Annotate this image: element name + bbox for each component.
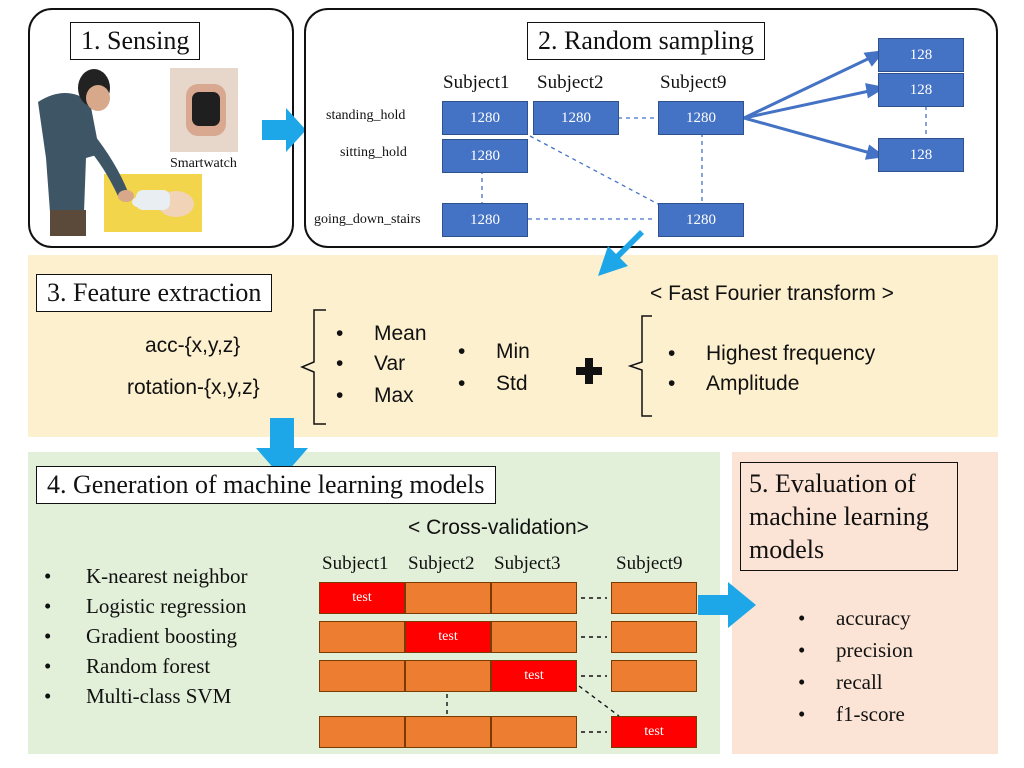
cv-cell-test: test [405, 621, 491, 653]
sampling-connectors [481, 50, 927, 220]
stat-item: Max [374, 384, 414, 407]
cv-cell [319, 660, 405, 692]
arrow-sensing-to-sampling [262, 108, 306, 152]
fft-title: < Fast Fourier transform > [650, 282, 894, 305]
arrow-sampling-to-features [598, 222, 644, 276]
cv-subject-header: Subject2 [408, 553, 475, 574]
model-bullet: • [44, 564, 52, 588]
window-1280: 1280 [442, 139, 528, 173]
activity-label: going_down_stairs [314, 212, 421, 227]
cv-dashes [446, 597, 620, 733]
cv-subject-header: Subject9 [616, 553, 683, 574]
cv-title: < Cross-validation> [408, 516, 589, 539]
metric-item: recall [836, 670, 883, 694]
cv-cell [405, 660, 491, 692]
stat-item: • [336, 352, 344, 375]
sensor-input: rotation-{x,y,z} [127, 376, 260, 399]
subject-header: Subject1 [443, 72, 510, 93]
evaluation-title-text: 5. Evaluation of machine learning models [749, 469, 929, 564]
cv-cell [319, 621, 405, 653]
sample-128: 128 [878, 38, 964, 72]
fft-item: • [668, 342, 676, 365]
cv-cell [611, 582, 697, 614]
cv-cell-test: test [611, 716, 697, 748]
stat-item: Mean [374, 322, 427, 345]
model-item: K-nearest neighbor [86, 564, 248, 588]
cv-cell-test: test [319, 582, 405, 614]
stat-item: Min [496, 340, 530, 363]
metric-item: precision [836, 638, 913, 662]
evaluation-title: 5. Evaluation of machine learning models [740, 462, 958, 571]
stat-item: Std [496, 372, 528, 395]
evaluation-panel [732, 452, 998, 754]
model-item: Random forest [86, 654, 211, 678]
stat-item: • [458, 372, 466, 395]
fft-item: Amplitude [706, 372, 800, 395]
random-sampling-title: 2. Random sampling [527, 22, 765, 60]
activity-label: sitting_hold [340, 145, 407, 160]
model-item: Gradient boosting [86, 624, 238, 648]
sensor-input: acc-{x,y,z} [145, 334, 241, 357]
window-1280: 1280 [533, 101, 619, 135]
sample-128: 128 [878, 138, 964, 172]
model-bullet: • [44, 624, 52, 648]
stat-item: Var [374, 352, 406, 375]
model-bullet: • [44, 654, 52, 678]
window-1280: 1280 [442, 203, 528, 237]
cv-cell [319, 716, 405, 748]
cv-cell [491, 582, 577, 614]
fft-item: • [668, 372, 676, 395]
cv-cell-test: test [491, 660, 577, 692]
sensing-title: 1. Sensing [70, 22, 201, 60]
model-generation-title: 4. Generation of machine learning models [36, 466, 496, 504]
sensing-photo [38, 68, 238, 236]
window-1280: 1280 [658, 203, 744, 237]
arrow-features-to-models [256, 418, 308, 478]
cv-cell [611, 621, 697, 653]
cv-cell [491, 621, 577, 653]
fft-item: Highest frequency [706, 342, 876, 365]
window-1280: 1280 [658, 101, 744, 135]
model-bullet: • [44, 684, 52, 708]
subject-header: Subject2 [537, 72, 604, 93]
model-bullet: • [44, 594, 52, 618]
metric-bullet: • [798, 606, 806, 630]
cv-subject-header: Subject3 [494, 553, 561, 574]
cv-subject-header: Subject1 [322, 553, 389, 574]
arrow-models-to-evaluation [698, 582, 756, 628]
cv-cell [405, 716, 491, 748]
cv-cell [611, 660, 697, 692]
metric-item: accuracy [836, 606, 911, 630]
stat-item: • [336, 384, 344, 407]
model-item: Multi-class SVM [86, 684, 232, 708]
window-1280: 1280 [442, 101, 528, 135]
plus-icon [576, 358, 602, 384]
stat-item: • [458, 340, 466, 363]
subject-header: Subject9 [660, 72, 727, 93]
model-item: Logistic regression [86, 594, 247, 618]
feature-extraction-title: 3. Feature extraction [36, 274, 273, 312]
metric-bullet: • [798, 702, 806, 726]
cv-cell [405, 582, 491, 614]
metric-bullet: • [798, 670, 806, 694]
cv-cell [491, 716, 577, 748]
brace-left [300, 309, 326, 425]
sample-128: 128 [878, 73, 964, 107]
stat-item: • [336, 322, 344, 345]
metric-item: f1-score [836, 702, 905, 726]
metric-bullet: • [798, 638, 806, 662]
activity-label: standing_hold [326, 108, 406, 123]
smartwatch-label: Smartwatch [170, 156, 237, 171]
brace-fft [628, 315, 652, 417]
